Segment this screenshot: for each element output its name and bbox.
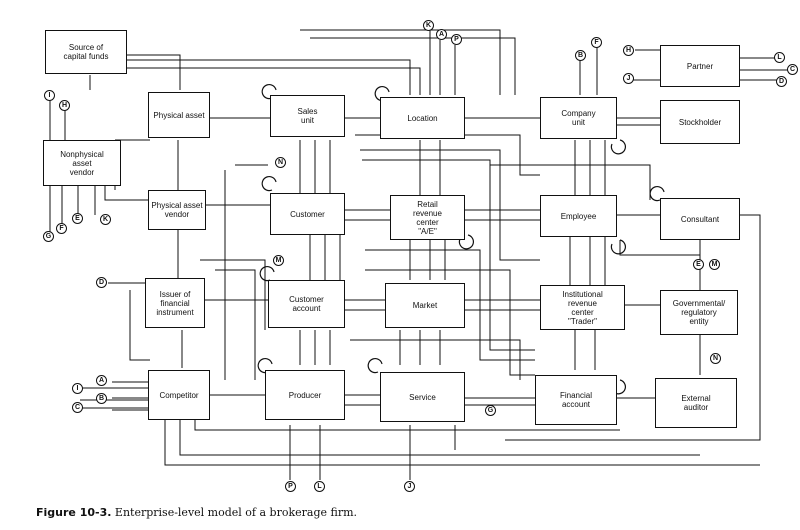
node-m-customer: M bbox=[273, 255, 284, 266]
node-f-top: F bbox=[591, 37, 602, 48]
customer-box: Customer bbox=[270, 193, 345, 235]
node-n-government: N bbox=[710, 353, 721, 364]
node-c-partner: C bbox=[787, 64, 798, 75]
producer-box: Producer bbox=[265, 370, 345, 420]
node-g-service: G bbox=[485, 405, 496, 416]
competitor-box: Competitor bbox=[148, 370, 210, 420]
partner-box: Partner bbox=[660, 45, 740, 87]
nonphysical-asset-vendor-box: Nonphysical asset vendor bbox=[43, 140, 121, 186]
node-a-competitor: A bbox=[96, 375, 107, 386]
stockholder-box: Stockholder bbox=[660, 100, 740, 144]
node-h-left: H bbox=[59, 100, 70, 111]
physical-asset-box: Physical asset bbox=[148, 92, 210, 138]
service-box: Service bbox=[380, 372, 465, 422]
node-e-consultant: E bbox=[693, 259, 704, 270]
node-b-top: B bbox=[575, 50, 586, 61]
node-p-top: P bbox=[451, 34, 462, 45]
retail-revenue-center-box: Retail revenue center "A/E" bbox=[390, 195, 465, 240]
institutional-revenue-center-box: Institutional revenue center "Trader" bbox=[540, 285, 625, 330]
node-e-left: E bbox=[72, 213, 83, 224]
governmental-regulatory-entity-box: Governmental/ regulatory entity bbox=[660, 290, 738, 335]
node-a-top: A bbox=[436, 29, 447, 40]
node-k-top: K bbox=[423, 20, 434, 31]
node-d-partner: D bbox=[776, 76, 787, 87]
enterprise-model-diagram bbox=[49, 29, 788, 480]
connector-lines bbox=[49, 29, 788, 480]
node-g-left: G bbox=[43, 231, 54, 242]
issuer-of-financial-instrument-box: Issuer of financial instrument bbox=[145, 278, 205, 328]
node-j-bottom: J bbox=[404, 481, 415, 492]
self-loops bbox=[257, 84, 665, 395]
node-l-partner: L bbox=[774, 52, 785, 63]
node-i-competitor: I bbox=[72, 383, 83, 394]
node-j-partner: J bbox=[623, 73, 634, 84]
figure-label: Figure 10-3. bbox=[36, 506, 112, 519]
node-f-left: F bbox=[56, 223, 67, 234]
node-i-left: I bbox=[44, 90, 55, 101]
location-box: Location bbox=[380, 97, 465, 139]
node-m-consultant: M bbox=[709, 259, 720, 270]
figure-caption: Figure 10-3. Enterprise-level model of a… bbox=[36, 506, 357, 519]
employee-box: Employee bbox=[540, 195, 617, 237]
node-p-bottom: P bbox=[285, 481, 296, 492]
node-l-bottom: L bbox=[314, 481, 325, 492]
figure-title: Enterprise-level model of a brokerage fi… bbox=[114, 506, 358, 519]
node-d-issuer: D bbox=[96, 277, 107, 288]
node-c-competitor: C bbox=[72, 402, 83, 413]
physical-asset-vendor-box: Physical asset vendor bbox=[148, 190, 206, 230]
external-auditor-box: External auditor bbox=[655, 378, 737, 428]
market-box: Market bbox=[385, 283, 465, 328]
financial-account-box: Financial account bbox=[535, 375, 617, 425]
company-unit-box: Company unit bbox=[540, 97, 617, 139]
node-b-competitor: B bbox=[96, 393, 107, 404]
consultant-box: Consultant bbox=[660, 198, 740, 240]
sales-unit-box: Sales unit bbox=[270, 95, 345, 137]
node-k-left: K bbox=[100, 214, 111, 225]
source-of-capital-funds-box: Source of capital funds bbox=[45, 30, 127, 74]
node-h-partner: H bbox=[623, 45, 634, 56]
node-n-sales: N bbox=[275, 157, 286, 168]
customer-account-box: Customer account bbox=[268, 280, 345, 328]
